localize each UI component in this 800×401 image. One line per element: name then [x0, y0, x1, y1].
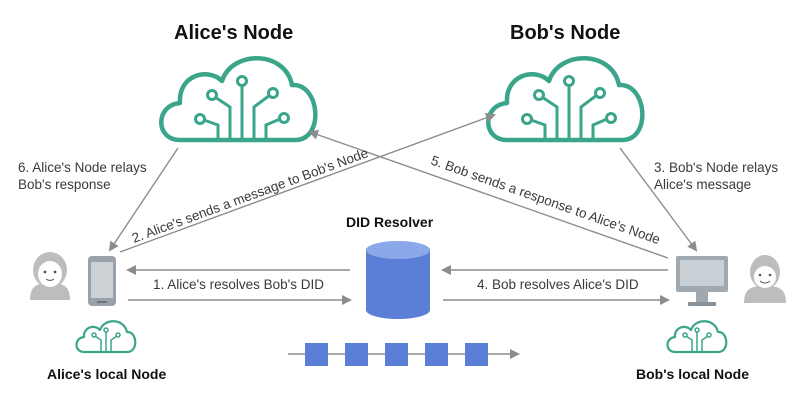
- step-5-label: 5. Bob sends a response to Alice's Node: [429, 153, 662, 248]
- bob-local-cloud-icon: [666, 320, 728, 354]
- alice-node-cloud-icon: [159, 56, 318, 143]
- person-female-icon: [30, 252, 70, 300]
- step-6-line-2: Bob's response: [18, 177, 111, 192]
- bob-local-node-title: Bob's local Node: [636, 366, 750, 382]
- step-3-label: 3. Bob's Node relays Alice's message: [654, 159, 778, 193]
- alice-local-node-title: Alice's local Node: [47, 366, 167, 382]
- arrow-step-6: [108, 147, 179, 252]
- person-male-icon: [744, 255, 786, 303]
- step-1-label: 1. Alice's resolves Bob's DID: [153, 277, 324, 292]
- step-3-line-1: 3. Bob's Node relays: [654, 160, 779, 175]
- step-4-label: 4. Bob resolves Alice's DID: [477, 277, 639, 292]
- bob-node-title: Bob's Node: [510, 22, 621, 44]
- phone-icon: [88, 256, 116, 306]
- database-icon: [366, 241, 430, 319]
- step-6-line-1: 6. Alice's Node relays: [18, 160, 147, 175]
- step-3-line-2: Alice's message: [654, 177, 752, 192]
- did-resolver-title: DID Resolver: [346, 214, 434, 230]
- alice-local-cloud-icon: [75, 320, 137, 354]
- block-chain-icon: [288, 343, 520, 366]
- bob-node-cloud-icon: [486, 56, 645, 143]
- step-6-label: 6. Alice's Node relays Bob's response: [18, 159, 147, 193]
- arrow-step-5: [308, 129, 669, 259]
- arrow-step-2: [119, 113, 496, 253]
- monitor-icon: [676, 256, 728, 306]
- alice-node-title: Alice's Node: [174, 22, 294, 44]
- arrow-step-3: [619, 147, 698, 252]
- step-2-label: 2. Alice's sends a message to Bob's Node: [130, 145, 370, 246]
